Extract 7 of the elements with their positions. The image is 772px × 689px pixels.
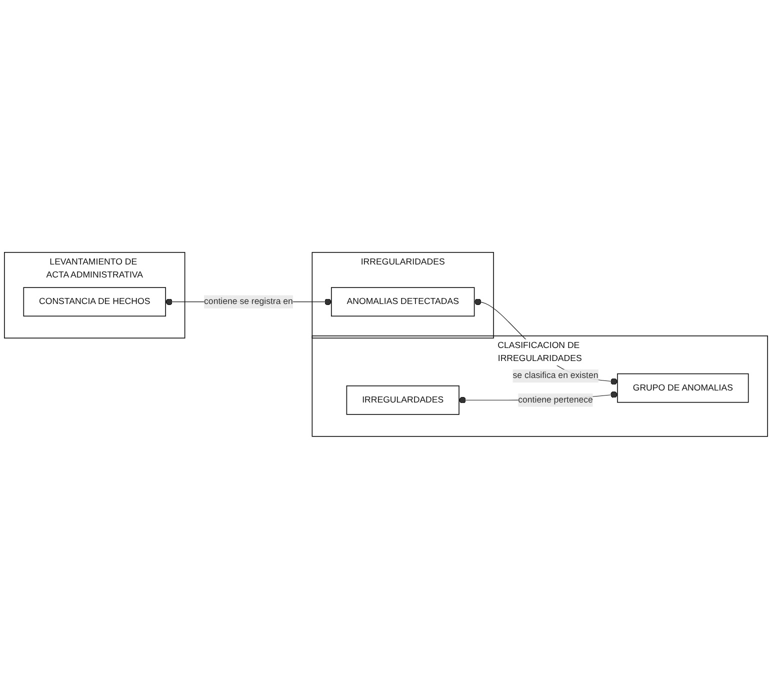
node-box: CONSTANCIA DE HECHOS — [23, 287, 166, 317]
edge-label: contiene se registra en — [204, 296, 293, 306]
node-box: GRUPO DE ANOMALIAS — [617, 373, 749, 403]
edge-label: se clasifica en existen — [512, 371, 598, 380]
node-box: ANOMALIAS DETECTADAS — [330, 287, 475, 317]
node-box: IRREGULARDADES — [346, 386, 460, 415]
edge-label: contiene pertenece — [518, 395, 593, 405]
